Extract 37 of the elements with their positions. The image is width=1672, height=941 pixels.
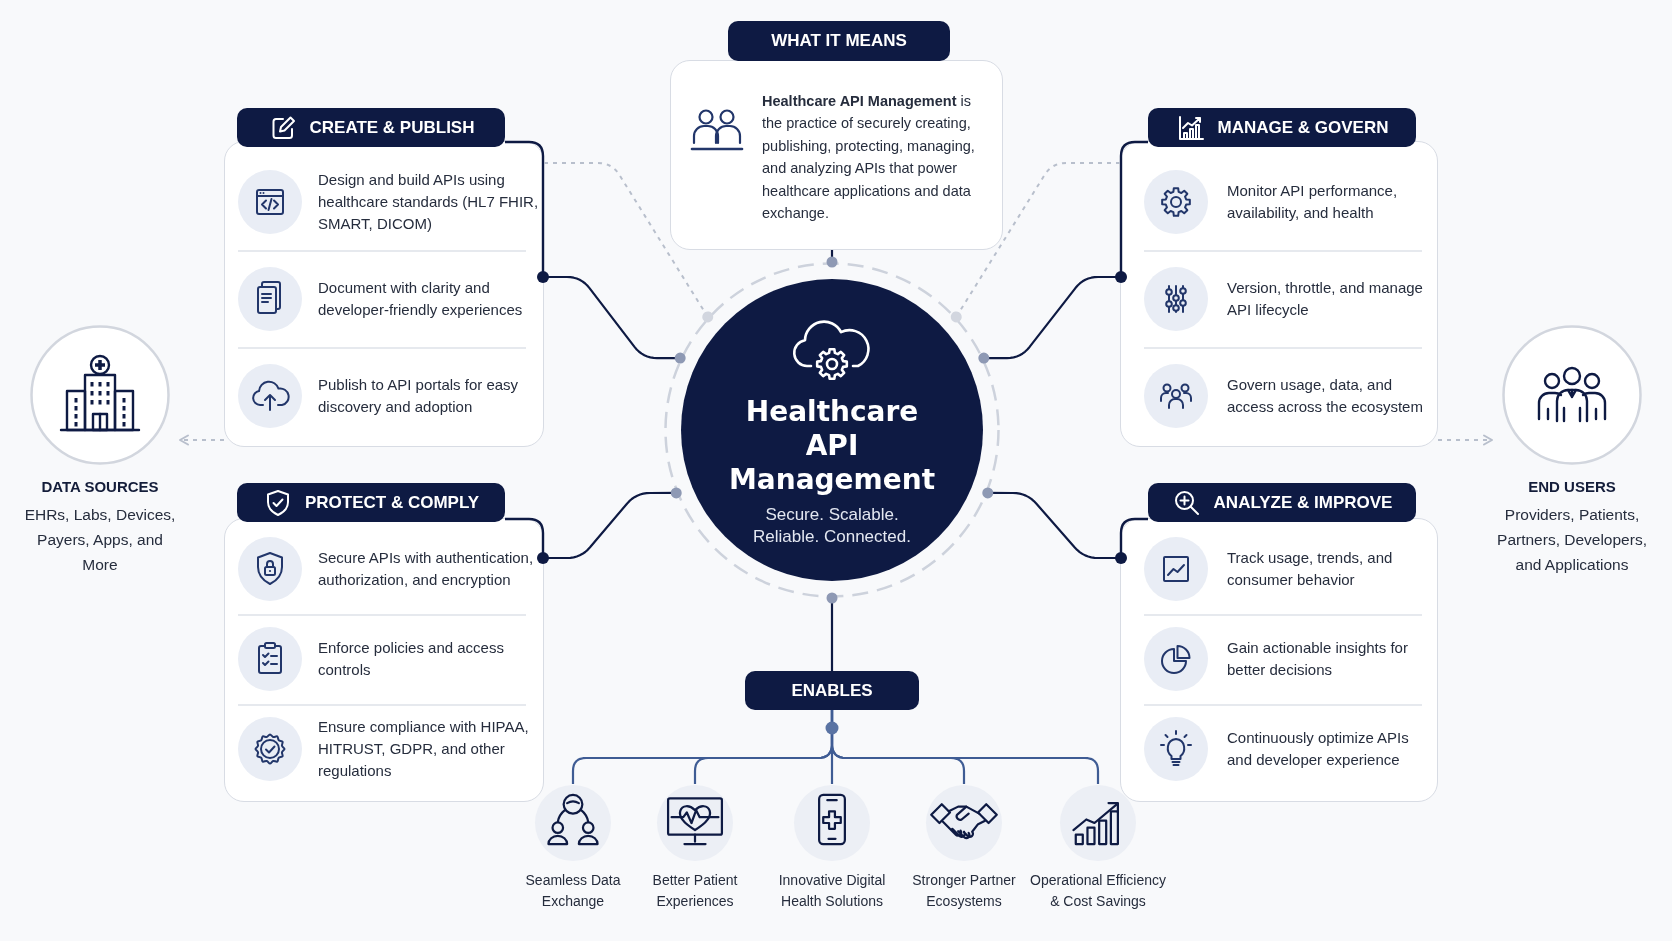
item-text: Govern usage, data, and access across the ecosystem	[1227, 374, 1424, 417]
endpoint-heading: END USERS	[1528, 477, 1616, 497]
item-text: Monitor API performance, availability, and health	[1227, 180, 1399, 223]
item-text: Continuously optimize APIs and developer experience	[1227, 728, 1410, 770]
arrow	[1437, 434, 1493, 446]
item-text: Secure APIs with authentication, authorization, and encryption	[318, 548, 535, 590]
connector-line	[830, 710, 1100, 784]
item-text: Enforce policies and access controls	[318, 638, 505, 680]
connector-line	[826, 250, 838, 268]
outcome-label: Seamless Data Exchange	[524, 871, 622, 911]
item-text: Ensure compliance with HIPAA, HITRUST, GDPR, and other regulations	[318, 717, 530, 781]
item-text: Design and build APIs using healthcare standards (HL7 FHIR, SMART, DICOM)	[318, 169, 540, 234]
outcome-label: Innovative Digital Health Solutions	[777, 871, 887, 911]
section-title: ANALYZE & IMPROVE	[1213, 492, 1393, 513]
definition-text: Healthcare API Management is the practice of securely creating, publishing, protecting, managing, and analyzing APIs that power healthcare applications and data exchange.	[762, 92, 976, 224]
tagline: Secure. Scalable. Reliable. Connected.	[752, 504, 912, 548]
item-text: Publish to API portals for easy discovery and adoption	[318, 374, 520, 417]
endpoint-heading: DATA SOURCES	[41, 477, 159, 497]
item-text: Track usage, trends, and consumer behavior	[1227, 548, 1394, 590]
connector-line	[826, 592, 838, 671]
section-title: MANAGE & GOVERN	[1217, 117, 1389, 138]
item-text: Gain actionable insights for better decisions	[1227, 638, 1409, 680]
section-title: CREATE & PUBLISH	[309, 117, 475, 138]
connector-line	[543, 162, 714, 323]
section-label: ENABLES	[745, 671, 919, 710]
endpoint-description: Providers, Patients, Partners, Developers, and Applications	[1496, 505, 1648, 575]
outcome-label: Stronger Partner Ecosystems	[911, 871, 1017, 911]
section-title: PROTECT & COMPLY	[304, 492, 480, 513]
hub-title: Healthcare API Management	[727, 395, 937, 497]
endpoint-description: EHRs, Labs, Devices, Payers, Apps, and More	[23, 505, 177, 575]
arrow	[179, 434, 225, 446]
item-text: Document with clarity and developer-friendly experiences	[318, 277, 524, 320]
outcome-label: Operational Efficiency & Cost Savings	[1029, 871, 1167, 911]
section-header: WHAT IT MEANS	[728, 21, 950, 61]
item-text: Version, throttle, and manage API lifecycle	[1227, 277, 1424, 320]
connector-line	[950, 162, 1121, 323]
outcome-label: Better Patient Experiences	[651, 871, 739, 911]
